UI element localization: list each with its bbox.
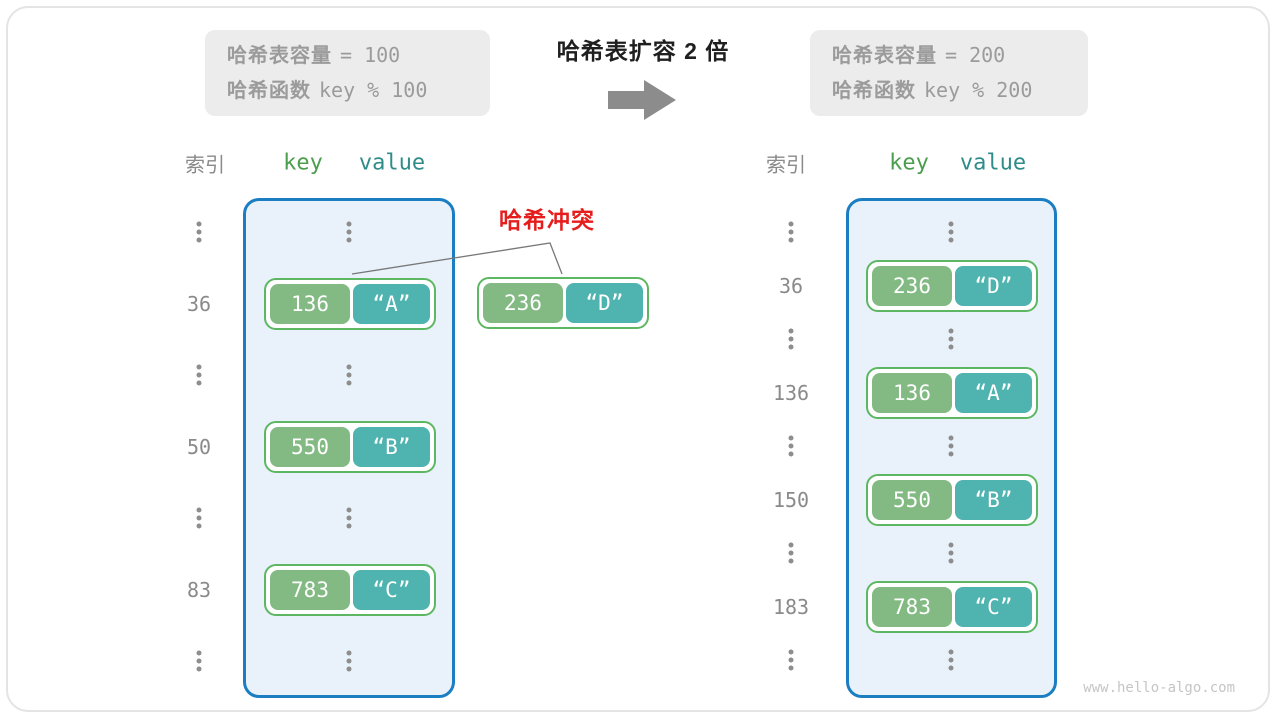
ellipsis-dots-icon [346, 221, 352, 243]
ellipsis-dots-icon [346, 507, 352, 529]
hash-function-value: key % 200 [924, 78, 1033, 102]
capacity-label: 哈希表容量 [832, 45, 937, 67]
ellipsis-dots-icon [788, 435, 794, 457]
kv-pair: 550“B” [866, 473, 1038, 526]
ellipsis-dots-icon [196, 507, 202, 529]
ellipsis-dots-icon [948, 542, 954, 564]
expansion-title: 哈希表扩容 2 倍 [556, 38, 730, 64]
header-value-label: value [959, 150, 1027, 176]
capacity-label: 哈希表容量 [227, 45, 332, 67]
ellipsis-dots-icon [196, 364, 202, 386]
hash-function-value: key % 100 [319, 78, 428, 102]
ellipsis-dots-icon [788, 649, 794, 671]
hash-function-label: 哈希函数 [227, 80, 311, 102]
ellipsis-dots-icon [346, 364, 352, 386]
capacity-line: 哈希表容量 = 100 [227, 38, 490, 73]
diagram-card [6, 6, 1270, 712]
ellipsis-dots-icon [196, 650, 202, 672]
hash-function-label: 哈希函数 [832, 80, 916, 102]
header-key-label: key [889, 150, 929, 176]
key-cell: 550 [270, 426, 350, 467]
index-label: 150 [772, 487, 810, 512]
header-key-label: key [283, 150, 323, 176]
value-cell: “D” [566, 283, 643, 323]
ellipsis-dots-icon [788, 328, 794, 350]
ellipsis-dots-icon [948, 328, 954, 350]
index-label: 36 [778, 273, 804, 298]
header-index-label: 索引 [185, 154, 225, 177]
key-cell: 783 [270, 569, 350, 610]
kv-pair: 783“C” [866, 580, 1038, 633]
hash-function-line: 哈希函数 key % 200 [832, 73, 1088, 108]
capacity-value: = 100 [340, 43, 401, 67]
key-cell: 783 [872, 586, 952, 627]
kv-pair: 136“A” [264, 277, 436, 330]
value-cell: “B” [353, 426, 430, 467]
key-cell: 136 [270, 283, 350, 324]
kv-pair: 136“A” [866, 366, 1038, 419]
hash-function-line: 哈希函数 key % 100 [227, 73, 490, 108]
ellipsis-dots-icon [346, 650, 352, 672]
key-cell: 236 [483, 283, 563, 323]
kv-pair: 783“C” [264, 563, 436, 616]
header-index-label: 索引 [766, 154, 806, 177]
ellipsis-dots-icon [788, 542, 794, 564]
ellipsis-dots-icon [196, 221, 202, 243]
collision-label: 哈希冲突 [499, 207, 595, 233]
value-cell: “B” [955, 479, 1032, 520]
key-cell: 550 [872, 479, 952, 520]
value-cell: “A” [353, 283, 430, 324]
collision-kv-pair: 236 “D” [477, 277, 649, 329]
ellipsis-dots-icon [948, 649, 954, 671]
ellipsis-dots-icon [948, 435, 954, 457]
kv-pair: 550“B” [264, 420, 436, 473]
header-value-label: value [358, 150, 426, 176]
index-label: 83 [186, 577, 212, 602]
value-cell: “C” [955, 586, 1032, 627]
ellipsis-dots-icon [788, 221, 794, 243]
watermark: www.hello-algo.com [1083, 680, 1235, 696]
ellipsis-dots-icon [948, 221, 954, 243]
info-box-after: 哈希表容量 = 200 哈希函数 key % 200 [810, 30, 1088, 116]
index-label: 183 [772, 594, 810, 619]
index-label: 136 [772, 380, 810, 405]
capacity-line: 哈希表容量 = 200 [832, 38, 1088, 73]
index-label: 36 [186, 291, 212, 316]
capacity-value: = 200 [945, 43, 1006, 67]
info-box-before: 哈希表容量 = 100 哈希函数 key % 100 [205, 30, 490, 116]
index-label: 50 [186, 434, 212, 459]
key-cell: 136 [872, 372, 952, 413]
kv-pair: 236“D” [866, 259, 1038, 312]
value-cell: “D” [955, 265, 1032, 306]
value-cell: “A” [955, 372, 1032, 413]
key-cell: 236 [872, 265, 952, 306]
value-cell: “C” [353, 569, 430, 610]
